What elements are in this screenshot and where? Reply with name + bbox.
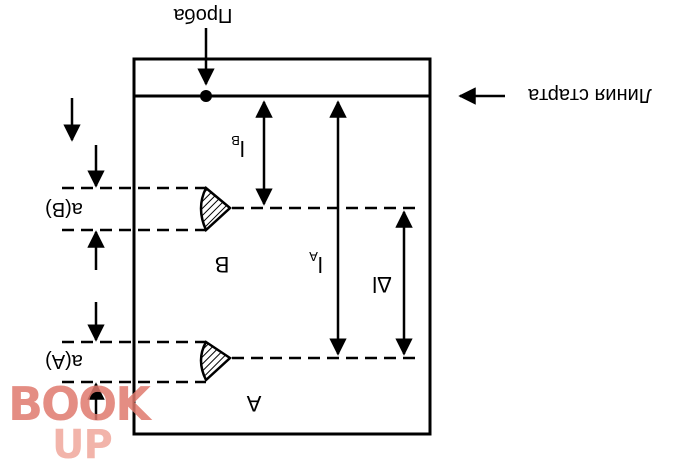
bookup-watermark: BOOK UP [8,377,155,465]
tlc-plate [132,57,432,436]
watermark-line1: BOOK [8,377,153,431]
delta-label: Δl [372,272,392,297]
distance-a-label: lA [309,249,323,277]
distance-a-subscript: A [309,249,318,264]
watermark-line2: UP [52,422,112,465]
spot-b [199,186,232,233]
width-a-label: a(A) [45,350,83,372]
spot-b-label: B [215,252,230,277]
probe-label: Проба [173,4,233,26]
spot-a-label: A [246,391,261,416]
distance-b-label: lB [231,133,245,161]
distance-b-subscript: B [231,133,240,148]
probe-application-point [200,90,212,102]
spot-a [199,340,233,383]
width-b-label: a(B) [45,198,83,220]
start-line-label: Линия старта [527,84,652,106]
